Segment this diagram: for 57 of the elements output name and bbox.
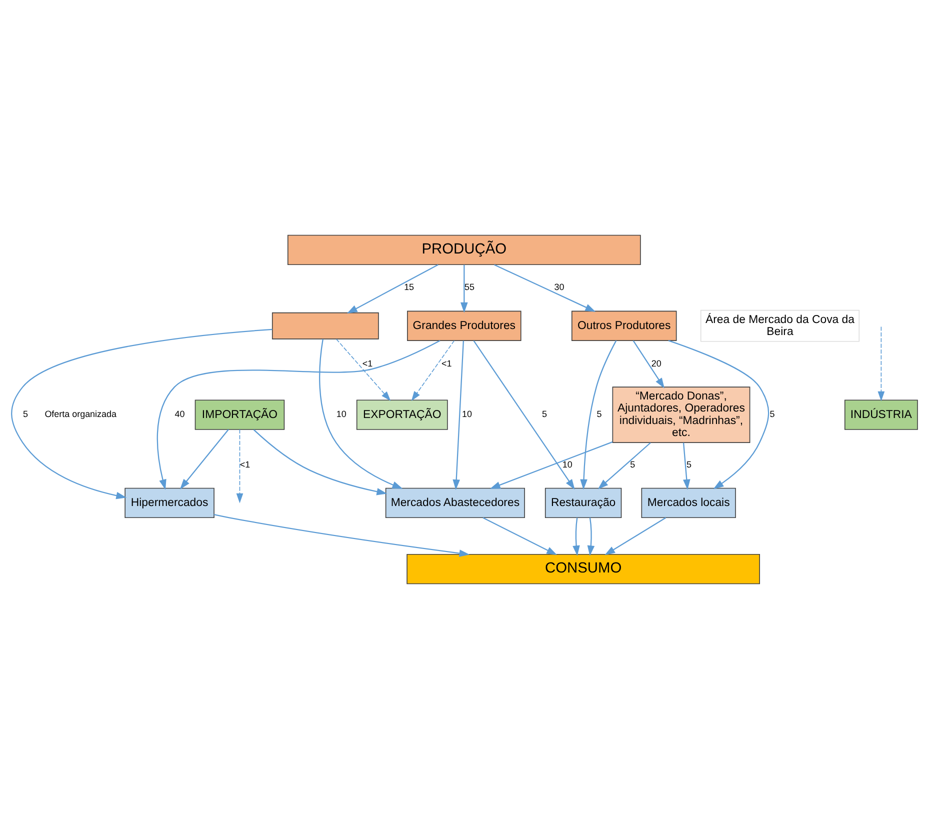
edge-label: <1 (441, 358, 452, 368)
node-box: Mercados Abastecedores (385, 488, 525, 518)
node-box: Hipermercados (124, 488, 214, 518)
arrow (494, 264, 596, 312)
node-box: Grandes Produtores (407, 310, 522, 341)
arrow (632, 340, 664, 388)
arrow (11, 328, 272, 500)
node-box: PRODUÇÃO (287, 234, 641, 266)
label: Oferta organizada (44, 409, 116, 420)
arrow (452, 340, 464, 490)
arrow (587, 518, 595, 556)
arrow (604, 517, 666, 556)
edge-label: 5 (23, 409, 28, 420)
edge-label: 5 (686, 460, 692, 470)
node-box: IMPORTAÇÃO (194, 400, 285, 430)
edge-label: 5 (596, 409, 602, 420)
edge-label: 10 (562, 460, 572, 470)
edge-label: 10 (462, 409, 472, 420)
node-box: CONSUMO (406, 554, 760, 584)
arrow (460, 264, 468, 313)
arrow (580, 340, 617, 490)
edge-label: 20 (651, 358, 662, 368)
arrow (482, 517, 558, 556)
node-box: Área de Mercado da Cova da Beira (700, 310, 860, 342)
arrow (253, 429, 388, 496)
arrow (156, 340, 440, 490)
arrow (878, 326, 885, 402)
node-box: Restauração (544, 488, 622, 518)
node-box: “Mercado Donas”, Ajuntadores, Operadores individuais, “Madrinhas”, etc. (612, 386, 750, 443)
edge-label: 40 (174, 409, 185, 420)
edge-label: 5 (770, 409, 775, 420)
edge-label: 55 (464, 282, 474, 292)
arrow (682, 442, 690, 490)
arrow (473, 340, 575, 490)
node-box: Outros Produtores (571, 310, 677, 341)
arrow (336, 338, 391, 401)
edge-label: 15 (404, 282, 414, 292)
arrow (180, 429, 229, 490)
arrow (346, 264, 438, 314)
arrow (236, 429, 244, 504)
edge-label: 10 (336, 409, 346, 420)
arrow (490, 441, 613, 489)
arrow (411, 340, 455, 401)
arrow (598, 442, 651, 490)
arrow (668, 340, 770, 490)
arrow (319, 339, 403, 489)
node-box: Mercados locais (641, 488, 736, 518)
arrow (572, 518, 580, 556)
edge-label: <1 (240, 460, 250, 470)
edge-label: 5 (630, 460, 636, 470)
edge-label: 30 (554, 282, 564, 292)
node-box: EXPORTAÇÃO (356, 400, 448, 430)
edge-label: <1 (362, 358, 373, 368)
edge-label: 5 (542, 409, 548, 420)
node-box: INDÚSTRIA (844, 400, 918, 430)
node-box (272, 312, 379, 340)
arrow (214, 514, 470, 557)
